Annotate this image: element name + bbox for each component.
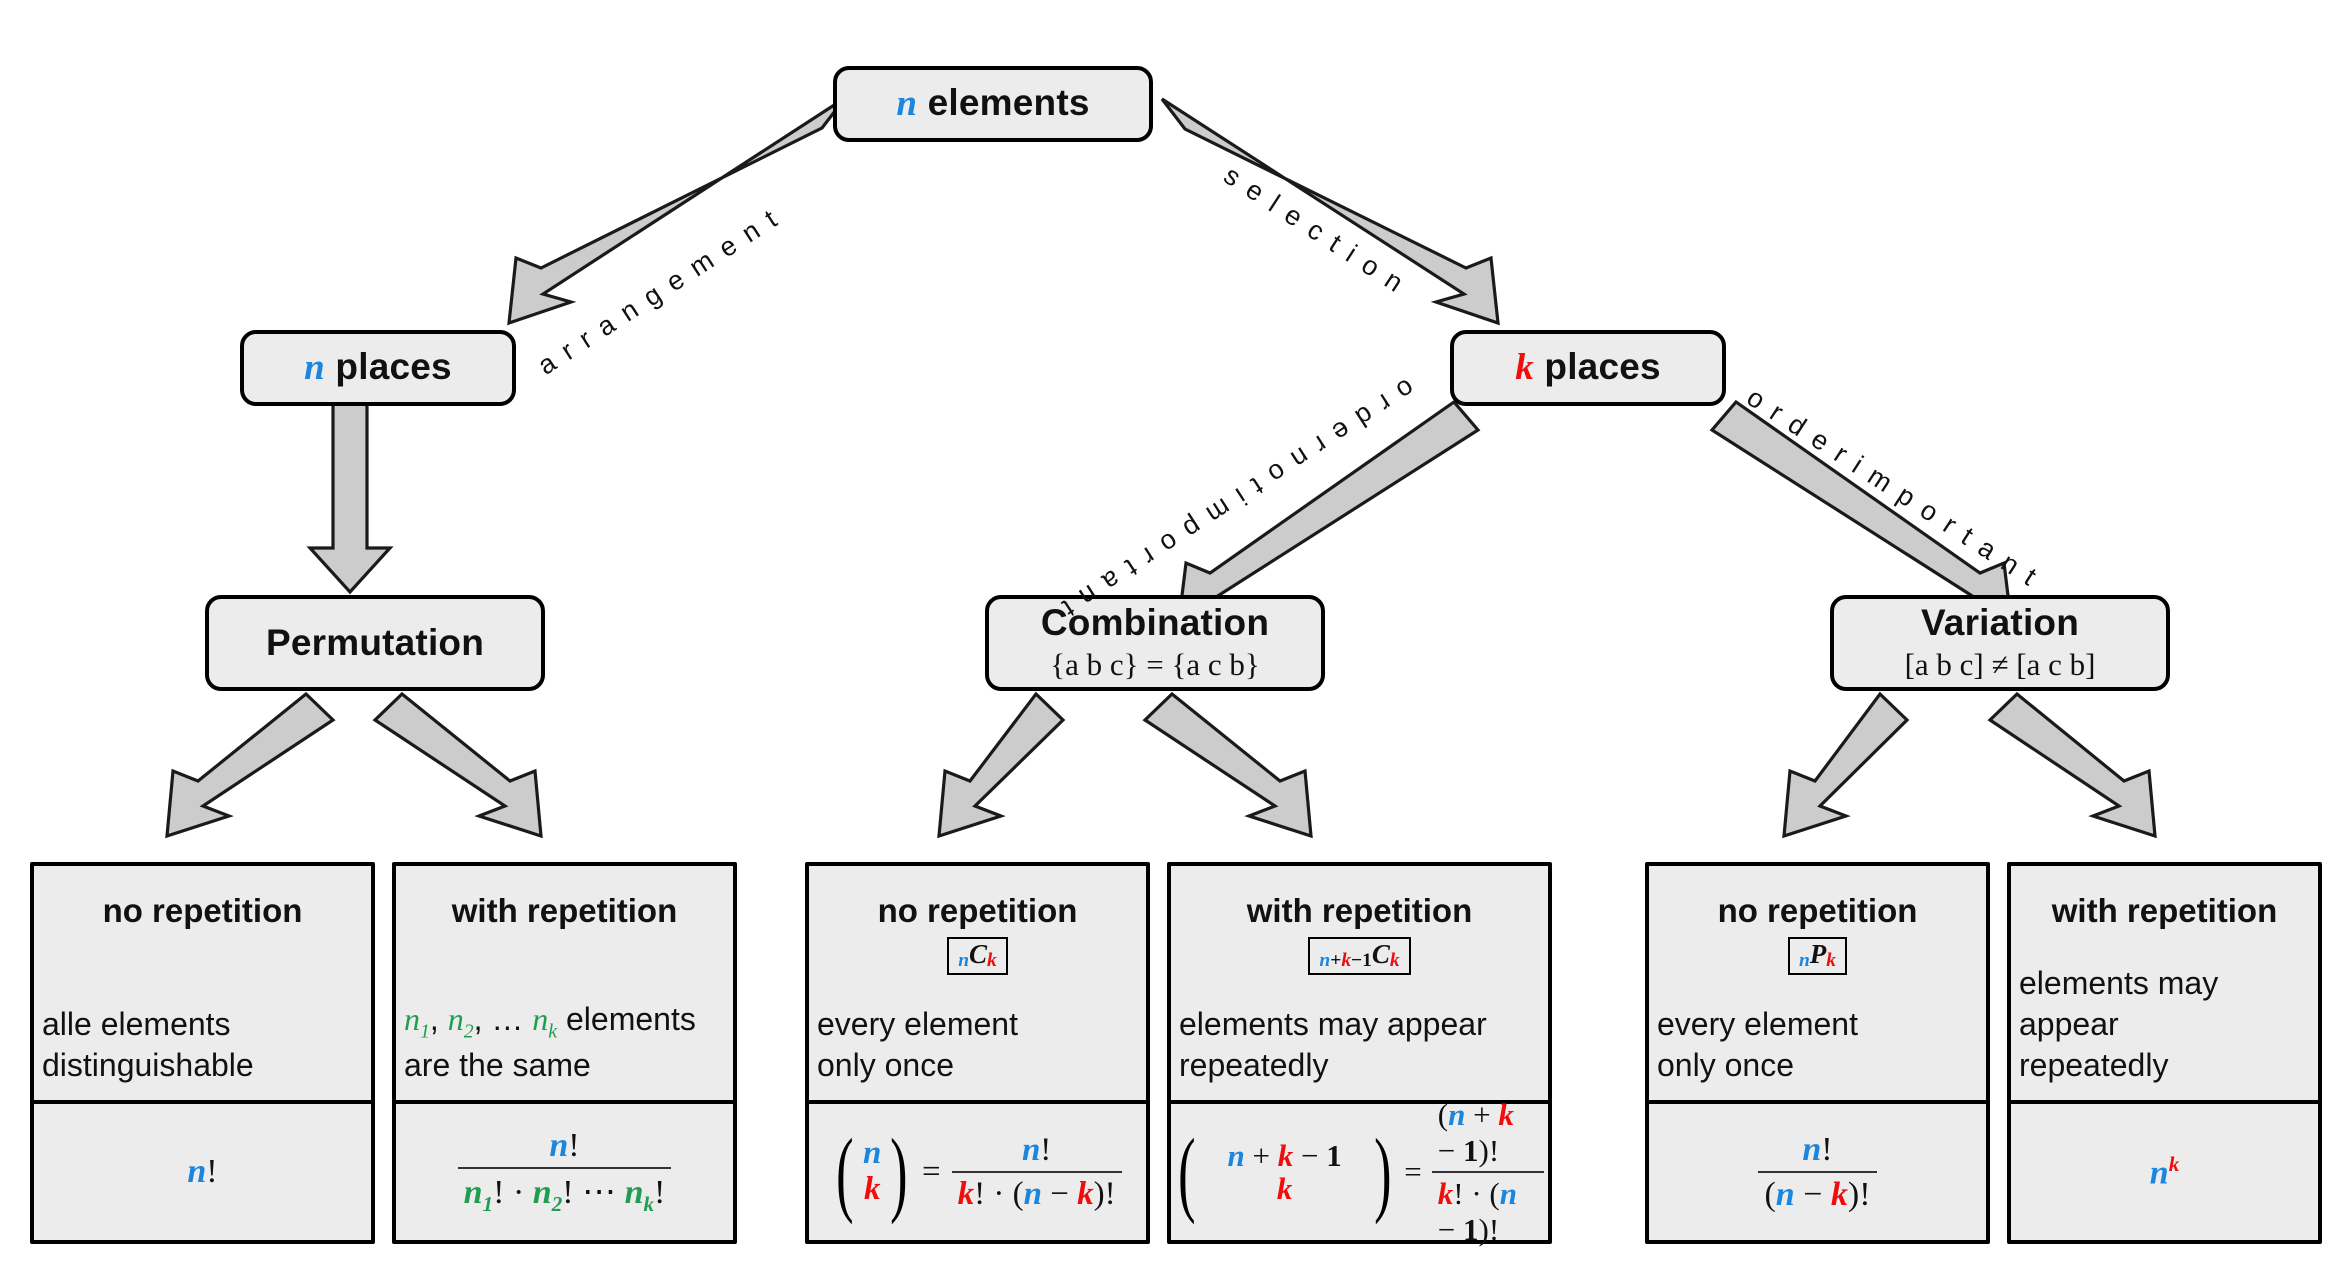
leaf-upper: no repetition nCk every element only onc…: [809, 866, 1146, 1100]
node-combination[interactable]: Combination {a b c} = {a c b}: [985, 595, 1325, 691]
leaf-description-line2: are the same: [404, 1047, 591, 1084]
leaf-description-line1: every element: [817, 1006, 1018, 1043]
leaf-description-line2: repeatedly: [1179, 1047, 1329, 1084]
leaf-description: elements may appear repeatedly: [2011, 963, 2318, 1086]
arrow-permutation-to-perm-no-rep: [165, 691, 336, 839]
arrow-permutation-to-perm-with-rep: [372, 691, 543, 839]
leaf-description: every element only once: [809, 1004, 1146, 1086]
node-permutation-label: Permutation: [265, 621, 485, 663]
leaf-upper: no repetition alle elements distinguisha…: [34, 866, 371, 1100]
leaf-header: with repetition: [1246, 892, 1473, 929]
leaf-upper: with repetition elements may appear repe…: [2011, 866, 2318, 1100]
arrow-n-places-to-permutation: [306, 388, 394, 595]
arrow-variation-to-var-with-rep: [1987, 691, 2157, 839]
leaf-header: no repetition: [1717, 892, 1918, 929]
node-k-places[interactable]: k places: [1450, 330, 1726, 406]
node-permutation[interactable]: Permutation: [205, 595, 545, 691]
leaf-variation-no-repetition[interactable]: no repetition nPk every element only onc…: [1645, 862, 1990, 1244]
node-n-elements-label: n elements: [896, 82, 1090, 125]
node-variation-label: Variation: [1920, 602, 2080, 644]
arrow-elements-to-k-places: [1160, 97, 1500, 326]
node-combination-label: Combination: [1040, 602, 1270, 644]
leaf-description-line1: alle elements: [42, 1006, 231, 1043]
leaf-header: with repetition: [2051, 892, 2278, 929]
leaf-description: every element only once: [1649, 1004, 1986, 1086]
leaf-description: elements may appear repeatedly: [1171, 1004, 1548, 1086]
leaf-combination-with-repetition[interactable]: with repetition n+k−1Ck elements may app…: [1167, 862, 1552, 1247]
leaf-upper: with repetition n1, n2, … nk elements ar…: [396, 866, 733, 1100]
leaf-variation-with-repetition[interactable]: with repetition elements may appear repe…: [2007, 862, 2322, 1244]
leaf-description: n1, n2, … nk elements are the same: [396, 999, 733, 1086]
leaf-description-line2: only once: [817, 1047, 954, 1084]
arrow-elements-to-n-places: [507, 96, 847, 326]
leaf-formula: n! (n − k)!: [1649, 1100, 1986, 1240]
arrow-variation-to-var-no-rep: [1782, 691, 1910, 839]
leaf-description-line2: distinguishable: [42, 1047, 254, 1084]
leaf-description-line1: n1, n2, … nk elements: [404, 1001, 696, 1043]
node-variation-example: [a b c] ≠ [a c b]: [1904, 646, 2096, 682]
leaf-header: no repetition: [877, 892, 1078, 929]
leaf-description-line2: repeatedly: [2019, 1047, 2169, 1084]
leaf-combination-no-repetition[interactable]: no repetition nCk every element only onc…: [805, 862, 1150, 1244]
leaf-description-line1: elements may appear: [1179, 1006, 1487, 1043]
leaf-description: alle elements distinguishable: [34, 1004, 371, 1086]
leaf-permutation-no-repetition[interactable]: no repetition alle elements distinguisha…: [30, 862, 375, 1244]
variable-n: n: [304, 347, 325, 389]
leaf-formula: nk: [2011, 1100, 2318, 1240]
leaf-formula: ( n + k − 1 k ) = (n + k − 1)! k! · (n −…: [1171, 1097, 1548, 1247]
node-variation[interactable]: Variation [a b c] ≠ [a c b]: [1830, 595, 2170, 691]
binomial-coefficient: ( n + k − 1 k ): [1178, 1118, 1392, 1225]
leaf-notation-nCk: nCk: [947, 936, 1008, 976]
leaf-description-line1: elements may appear: [2019, 965, 2219, 1043]
variable-n: n: [896, 83, 918, 125]
node-n-places-label: n places: [304, 346, 452, 389]
leaf-permutation-with-repetition[interactable]: with repetition n1, n2, … nk elements ar…: [392, 862, 737, 1244]
leaf-formula: n! n1! · n2! ⋯ nk!: [396, 1100, 733, 1240]
node-k-places-label: k places: [1515, 346, 1661, 389]
arrow-combination-to-comb-with-rep: [1142, 691, 1313, 839]
leaf-header: with repetition: [451, 892, 678, 929]
arrow-combination-to-comb-no-rep: [937, 691, 1066, 839]
leaf-description-line2: only once: [1657, 1047, 1794, 1084]
leaf-header: no repetition: [102, 892, 303, 929]
leaf-upper: with repetition n+k−1Ck elements may app…: [1171, 866, 1548, 1100]
leaf-formula: n!: [34, 1100, 371, 1240]
variable-k: k: [1515, 347, 1534, 389]
leaf-notation-n-plus-k-minus-1-C-k: n+k−1Ck: [1308, 936, 1411, 976]
node-n-elements[interactable]: n elements: [833, 66, 1153, 142]
node-combination-example: {a b c} = {a c b}: [1050, 646, 1260, 682]
leaf-notation-nPk: nPk: [1787, 936, 1848, 976]
leaf-upper: no repetition nPk every element only onc…: [1649, 866, 1986, 1100]
node-n-places[interactable]: n places: [240, 330, 516, 406]
leaf-description-line1: every element: [1657, 1006, 1858, 1043]
